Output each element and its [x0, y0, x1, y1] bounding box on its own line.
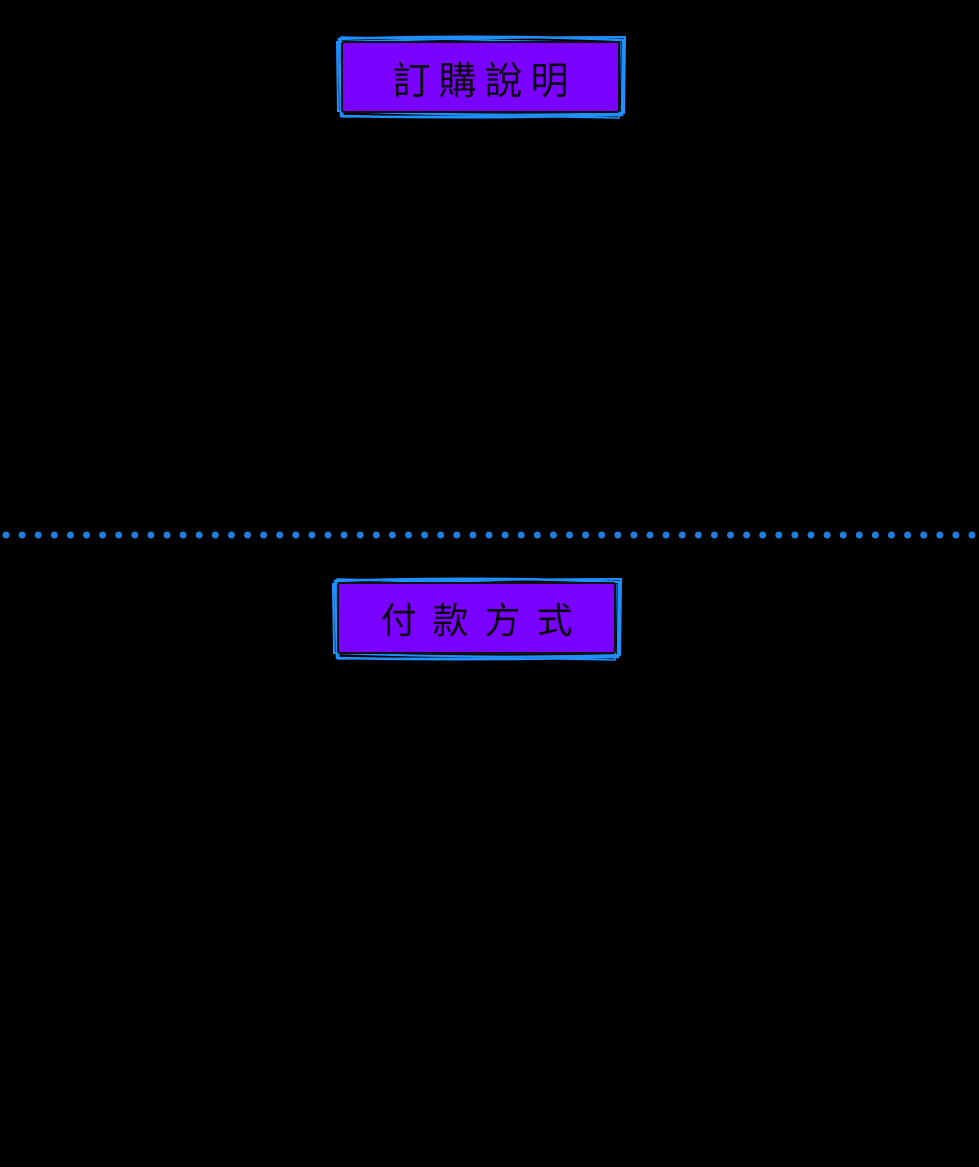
order-info-heading: 訂購說明: [341, 41, 620, 113]
order-info-section: 訂購說明: [0, 0, 979, 525]
payment-method-section: 付款方式: [0, 545, 979, 1167]
section-divider: [2, 531, 979, 539]
payment-method-heading: 付款方式: [337, 582, 616, 654]
